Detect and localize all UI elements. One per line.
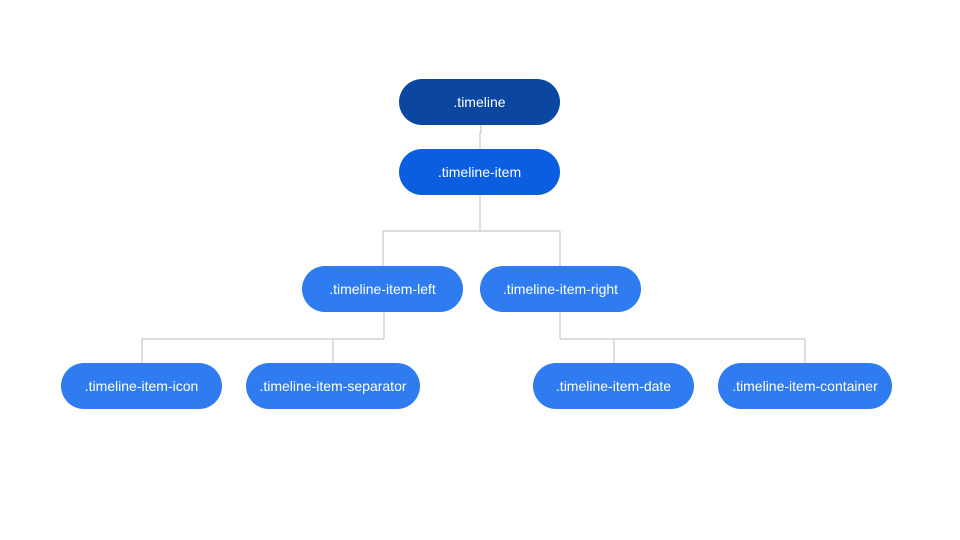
node-timeline-item-container: .timeline-item-container bbox=[718, 363, 892, 409]
node-label: .timeline-item bbox=[437, 164, 522, 180]
node-label: .timeline-item-container bbox=[732, 378, 878, 394]
connector-root-item bbox=[479, 125, 482, 149]
node-timeline-item-right: .timeline-item-right bbox=[480, 266, 641, 312]
node-timeline-item-left: .timeline-item-left bbox=[302, 266, 463, 312]
node-timeline-item-date: .timeline-item-date bbox=[533, 363, 694, 409]
connector-left-children bbox=[141, 312, 385, 363]
node-label: .timeline-item-date bbox=[555, 378, 672, 394]
node-timeline-item-icon: .timeline-item-icon bbox=[61, 363, 222, 409]
node-label: .timeline bbox=[453, 94, 506, 110]
connector-item-children bbox=[382, 195, 561, 266]
node-timeline-item-separator: .timeline-item-separator bbox=[246, 363, 420, 409]
node-label: .timeline-item-right bbox=[502, 281, 619, 297]
node-label: .timeline-item-icon bbox=[84, 378, 199, 394]
node-label: .timeline-item-separator bbox=[259, 378, 407, 394]
node-timeline-item: .timeline-item bbox=[399, 149, 560, 195]
connector-right-children bbox=[559, 312, 806, 363]
node-label: .timeline-item-left bbox=[329, 281, 436, 297]
node-timeline: .timeline bbox=[399, 79, 560, 125]
